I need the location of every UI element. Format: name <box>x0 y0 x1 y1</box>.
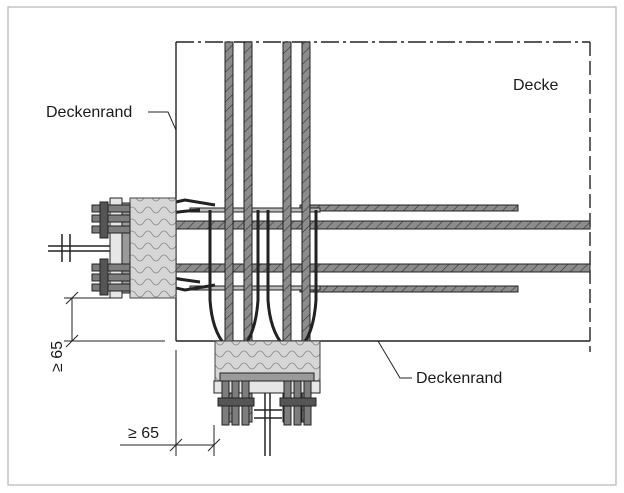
dimension-horizontal <box>120 350 221 456</box>
dimension-label-horizontal: ≥ 65 <box>128 425 159 442</box>
vertical-rebars <box>208 41 318 423</box>
leader-lines <box>148 111 412 379</box>
bottom-profile-symbol <box>254 393 282 456</box>
drawing-border <box>7 6 617 486</box>
edge-label-top: Deckenrand <box>46 104 132 121</box>
dimension-label-vertical: ≥ 65 <box>49 341 66 372</box>
insulation-left <box>129 197 177 299</box>
dimension-vertical <box>64 291 165 348</box>
left-bolt-assembly <box>91 197 131 299</box>
edge-label-bottom: Deckenrand <box>416 370 502 387</box>
slab-label: Decke <box>513 77 558 94</box>
left-profile-symbol <box>48 234 110 262</box>
bottom-bolt-assembly <box>213 372 321 426</box>
horizontal-rebars <box>119 204 591 293</box>
